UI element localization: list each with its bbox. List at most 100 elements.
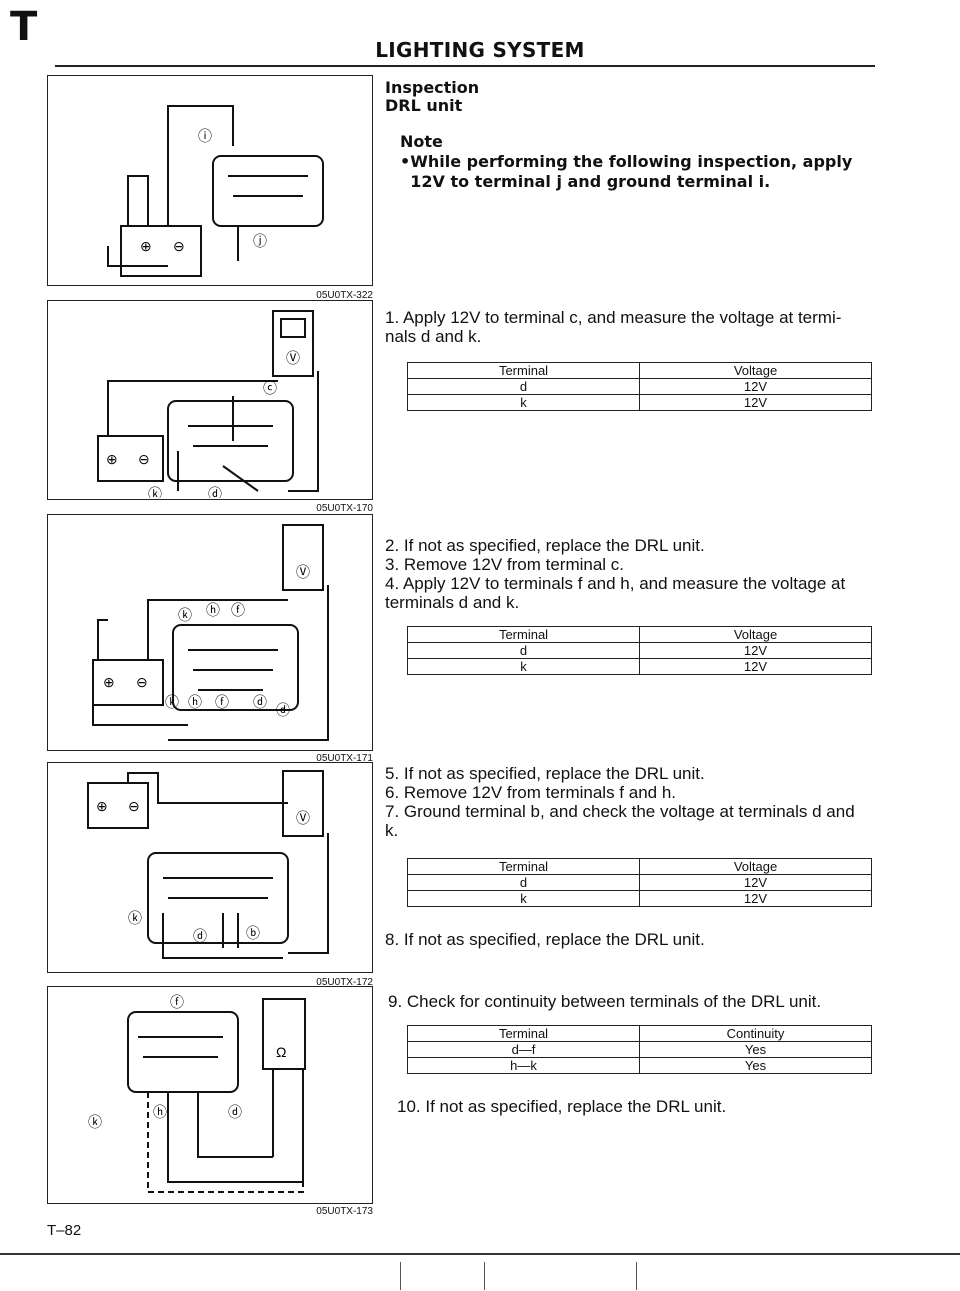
battery-positive-label: ⊕ [103, 674, 115, 690]
note-bullet: • While performing the following inspect… [400, 152, 870, 192]
table-cell: Yes [639, 1057, 872, 1074]
terminal-label: ⓒ [263, 380, 277, 396]
wiring-diagram-1: ⊕ ⊖ ⓘ ⓙ [107, 105, 324, 277]
terminal-label: ⓚ [165, 694, 179, 710]
table-cell: 12V [639, 394, 872, 411]
wiring-diagram-2: ⊕ ⊖ Ⓥ ⓒ ⓚ ⓓ [97, 310, 319, 502]
step-8: 8. If not as specified, replace the DRL … [385, 930, 705, 949]
table-header: Terminal [407, 858, 640, 875]
voltmeter-symbol: Ⓥ [286, 350, 300, 366]
step-2: 2. If not as specified, replace the DRL … [385, 536, 705, 555]
table-cell: h—k [407, 1057, 640, 1074]
table-header: Voltage [639, 362, 872, 379]
step-10: 10. If not as specified, replace the DRL… [397, 1097, 727, 1116]
terminal-label: ⓕ [215, 694, 229, 710]
terminal-label: ⓕ [231, 602, 245, 618]
step-6: 6. Remove 12V from terminals f and h. [385, 783, 677, 802]
table-header: Terminal [407, 362, 640, 379]
table-cell: k [407, 658, 640, 675]
note-text: While performing the following inspectio… [410, 152, 853, 191]
battery-positive-label: ⊕ [106, 451, 118, 467]
table-cell: 12V [639, 874, 872, 891]
table-header: Voltage [639, 626, 872, 643]
terminal-label: ⓚ [178, 607, 192, 623]
table-cell: k [407, 394, 640, 411]
table-cell: 12V [639, 642, 872, 659]
table-cell: Yes [639, 1041, 872, 1058]
battery-positive-label: ⊕ [96, 798, 108, 814]
table-cell: d [407, 378, 640, 395]
page-title: LIGHTING SYSTEM [375, 38, 585, 62]
figure-3-caption: 05U0TX-171 [316, 753, 373, 764]
note-title: Note [400, 132, 443, 151]
figure-5: Ω ⓕ ⓚ ⓗ ⓓ [47, 986, 373, 1204]
battery-negative-label: ⊖ [138, 451, 150, 467]
voltmeter-symbol: Ⓥ [296, 564, 310, 580]
footer-rule [0, 1253, 960, 1255]
figure-4: ⊕ ⊖ Ⓥ ⓚ ⓓ ⓑ [47, 762, 373, 973]
voltmeter-symbol: Ⓥ [296, 810, 310, 826]
step-1: 1. Apply 12V to terminal c, and measure … [385, 308, 842, 346]
table-cell: d—f [407, 1041, 640, 1058]
footer-tick [484, 1262, 485, 1290]
ohmmeter-symbol: Ω [276, 1044, 286, 1060]
terminal-label: ⓓ [253, 694, 267, 710]
footer-tick [400, 1262, 401, 1290]
footer-tick [636, 1262, 637, 1290]
terminal-label: ⓘ [198, 128, 212, 144]
table-cell: 12V [639, 890, 872, 907]
step-9: 9. Check for continuity between terminal… [388, 992, 822, 1011]
header-rule [55, 65, 875, 67]
terminal-label: ⓗ [206, 602, 220, 618]
terminal-label: ⓓ [228, 1104, 242, 1120]
battery-negative-label: ⊖ [173, 238, 185, 254]
section-heading: Inspection [385, 78, 480, 97]
step-3: 3. Remove 12V from terminal c. [385, 555, 625, 574]
terminal-label: ⓓ [193, 928, 207, 944]
figure-2-caption: 05U0TX-170 [316, 503, 373, 514]
table-cell: d [407, 874, 640, 891]
section-letter: T [10, 4, 38, 50]
terminal-label: ⓗ [188, 694, 202, 710]
bullet-icon: • [400, 152, 411, 171]
subsection-heading: DRL unit [385, 96, 463, 115]
table-cell: 12V [639, 378, 872, 395]
terminal-label: ⓚ [148, 486, 162, 498]
table-header: Terminal [407, 1025, 640, 1042]
table-header: Terminal [407, 626, 640, 643]
step-7: 7. Ground terminal b, and check the volt… [385, 802, 855, 840]
terminal-label: ⓕ [170, 994, 184, 1010]
wiring-diagram-4: ⊕ ⊖ Ⓥ ⓚ ⓓ ⓑ [87, 770, 329, 959]
terminal-label: ⓑ [246, 925, 260, 941]
figure-2: ⊕ ⊖ Ⓥ ⓒ ⓚ ⓓ [47, 300, 373, 502]
terminal-label: ⓗ [153, 1104, 167, 1120]
battery-negative-label: ⊖ [128, 798, 140, 814]
table-cell: 12V [639, 658, 872, 675]
terminal-label: ⓓ [276, 702, 290, 718]
battery-positive-label: ⊕ [140, 238, 152, 254]
terminal-label: ⓚ [88, 1114, 102, 1130]
page-number: T–82 [47, 1222, 82, 1239]
figure-5-caption: 05U0TX-173 [316, 1206, 373, 1217]
table-cell: d [407, 642, 640, 659]
terminal-label: ⓓ [208, 486, 222, 498]
battery-negative-label: ⊖ [136, 674, 148, 690]
figure-1: ⊕ ⊖ ⓘ ⓙ [47, 75, 373, 286]
step-5: 5. If not as specified, replace the DRL … [385, 764, 705, 783]
terminal-label: ⓚ [128, 910, 142, 926]
wiring-diagram-5: Ω ⓕ ⓚ ⓗ ⓓ [88, 994, 306, 1193]
table-header: Voltage [639, 858, 872, 875]
